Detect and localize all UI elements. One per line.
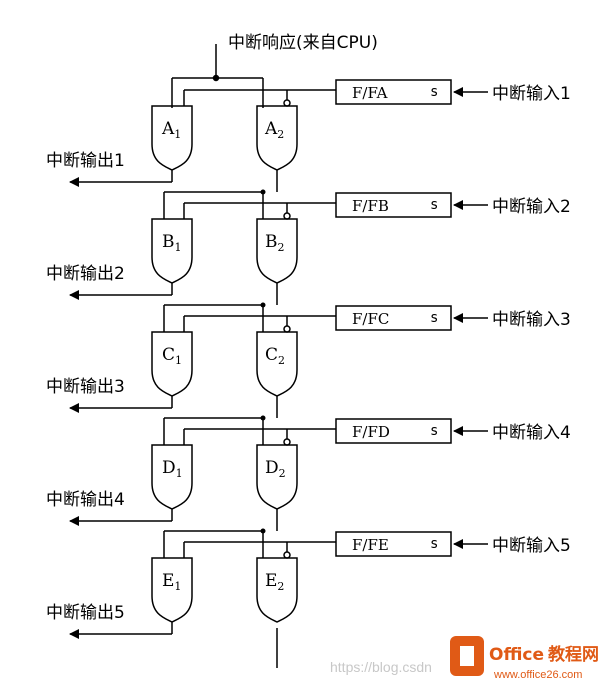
and-gate-c1 bbox=[151, 331, 193, 397]
flip-flop-box bbox=[335, 531, 452, 557]
and-gate-e1 bbox=[151, 557, 193, 623]
flip-flop-set-label: s bbox=[430, 423, 438, 439]
gate-subscript: 1 bbox=[174, 128, 181, 141]
flip-flop-label: F/FC bbox=[352, 310, 389, 328]
and-gate-c2 bbox=[256, 331, 298, 397]
and-gate-a2 bbox=[256, 105, 298, 171]
flip-flop-box bbox=[335, 418, 452, 444]
junction-dot bbox=[212, 74, 220, 82]
junction-dot bbox=[260, 415, 266, 421]
cpu-response-label: 中断响应(来自CPU) bbox=[228, 33, 378, 53]
gate-label: B1 bbox=[162, 232, 182, 254]
interrupt-output-label: 中断输出5 bbox=[46, 603, 125, 623]
wiring bbox=[171, 44, 264, 108]
office26-logo: Office 教程网 www.office26.com bbox=[450, 636, 599, 681]
interrupt-output-label: 中断输出3 bbox=[46, 377, 125, 397]
stage-5: E1 E2 F/FE s 中断输入5 中断输出5 bbox=[46, 528, 571, 639]
inverter-bubble bbox=[283, 551, 291, 559]
gate-subscript: 2 bbox=[279, 467, 286, 480]
interrupt-output-label: 中断输出2 bbox=[46, 264, 125, 284]
stage-4: D1 D2 F/FD s 中断输入4 中断输出4 bbox=[46, 415, 571, 531]
office-logo-icon-inner bbox=[460, 646, 474, 666]
gate-label: D1 bbox=[162, 458, 183, 480]
flip-flop-box bbox=[335, 305, 452, 331]
inverter-bubble bbox=[283, 438, 291, 446]
gate-label: A2 bbox=[264, 119, 284, 141]
flip-flop-set-label: s bbox=[430, 310, 438, 326]
stage-3: C1 C2 F/FC s 中断输入3 中断输出3 bbox=[46, 302, 571, 418]
and-gate-b1 bbox=[151, 218, 193, 284]
flip-flop-label: F/FA bbox=[352, 84, 388, 102]
flip-flop-label: F/FB bbox=[352, 197, 389, 215]
gate-subscript: 2 bbox=[278, 354, 285, 367]
junction-dot bbox=[260, 528, 266, 534]
flip-flop-set-label: s bbox=[430, 536, 438, 552]
interrupt-input-label: 中断输入3 bbox=[492, 310, 571, 330]
gate-label: E1 bbox=[162, 571, 181, 593]
stage-2: B1 B2 F/FB s 中断输入2 中断输出2 bbox=[46, 189, 571, 305]
gate-label: C2 bbox=[265, 345, 285, 367]
and-gate-a1 bbox=[151, 105, 193, 171]
and-gate-e2 bbox=[256, 557, 298, 623]
gate-subscript: 2 bbox=[277, 128, 284, 141]
logo-brand: Office bbox=[489, 645, 544, 665]
gate-subscript: 2 bbox=[277, 580, 284, 593]
gate-subscript: 1 bbox=[175, 241, 182, 254]
flip-flop-label: F/FE bbox=[352, 536, 389, 554]
flip-flop-set-label: s bbox=[430, 84, 438, 100]
interrupt-input-label: 中断输入4 bbox=[492, 423, 571, 443]
flip-flop-box bbox=[335, 79, 452, 105]
inverter-bubble bbox=[283, 212, 291, 220]
stage-1: A1 A2 F/FA s 中断输入1 中断输出1 bbox=[46, 79, 571, 192]
junction-dot bbox=[260, 302, 266, 308]
and-gate-d2 bbox=[256, 444, 298, 510]
interrupt-input-label: 中断输入2 bbox=[492, 197, 571, 217]
flip-flop-label: F/FD bbox=[352, 423, 390, 441]
interrupt-output-label: 中断输出4 bbox=[46, 490, 125, 510]
gate-label: E2 bbox=[265, 571, 284, 593]
inverter-bubble bbox=[283, 325, 291, 333]
junction-dot bbox=[260, 189, 266, 195]
gate-subscript: 1 bbox=[176, 467, 183, 480]
and-gate-b2 bbox=[256, 218, 298, 284]
inverter-bubble bbox=[283, 99, 291, 107]
gate-label: B2 bbox=[265, 232, 285, 254]
logo-url: www.office26.com bbox=[493, 669, 582, 681]
interrupt-input-label: 中断输入1 bbox=[492, 84, 571, 104]
watermark-text: https://blog.csdn bbox=[330, 659, 432, 675]
gate-label: D2 bbox=[265, 458, 286, 480]
interrupt-input-label: 中断输入5 bbox=[492, 536, 571, 556]
gate-label: C1 bbox=[162, 345, 182, 367]
interrupt-output-label: 中断输出1 bbox=[46, 151, 125, 171]
gate-subscript: 1 bbox=[175, 354, 182, 367]
gate-label: A1 bbox=[161, 119, 181, 141]
flip-flop-box bbox=[335, 192, 452, 218]
and-gate-d1 bbox=[151, 444, 193, 510]
gate-subscript: 2 bbox=[278, 241, 285, 254]
logo-brand-cn: 教程网 bbox=[547, 644, 599, 665]
flip-flop-set-label: s bbox=[430, 197, 438, 213]
gate-subscript: 1 bbox=[174, 580, 181, 593]
